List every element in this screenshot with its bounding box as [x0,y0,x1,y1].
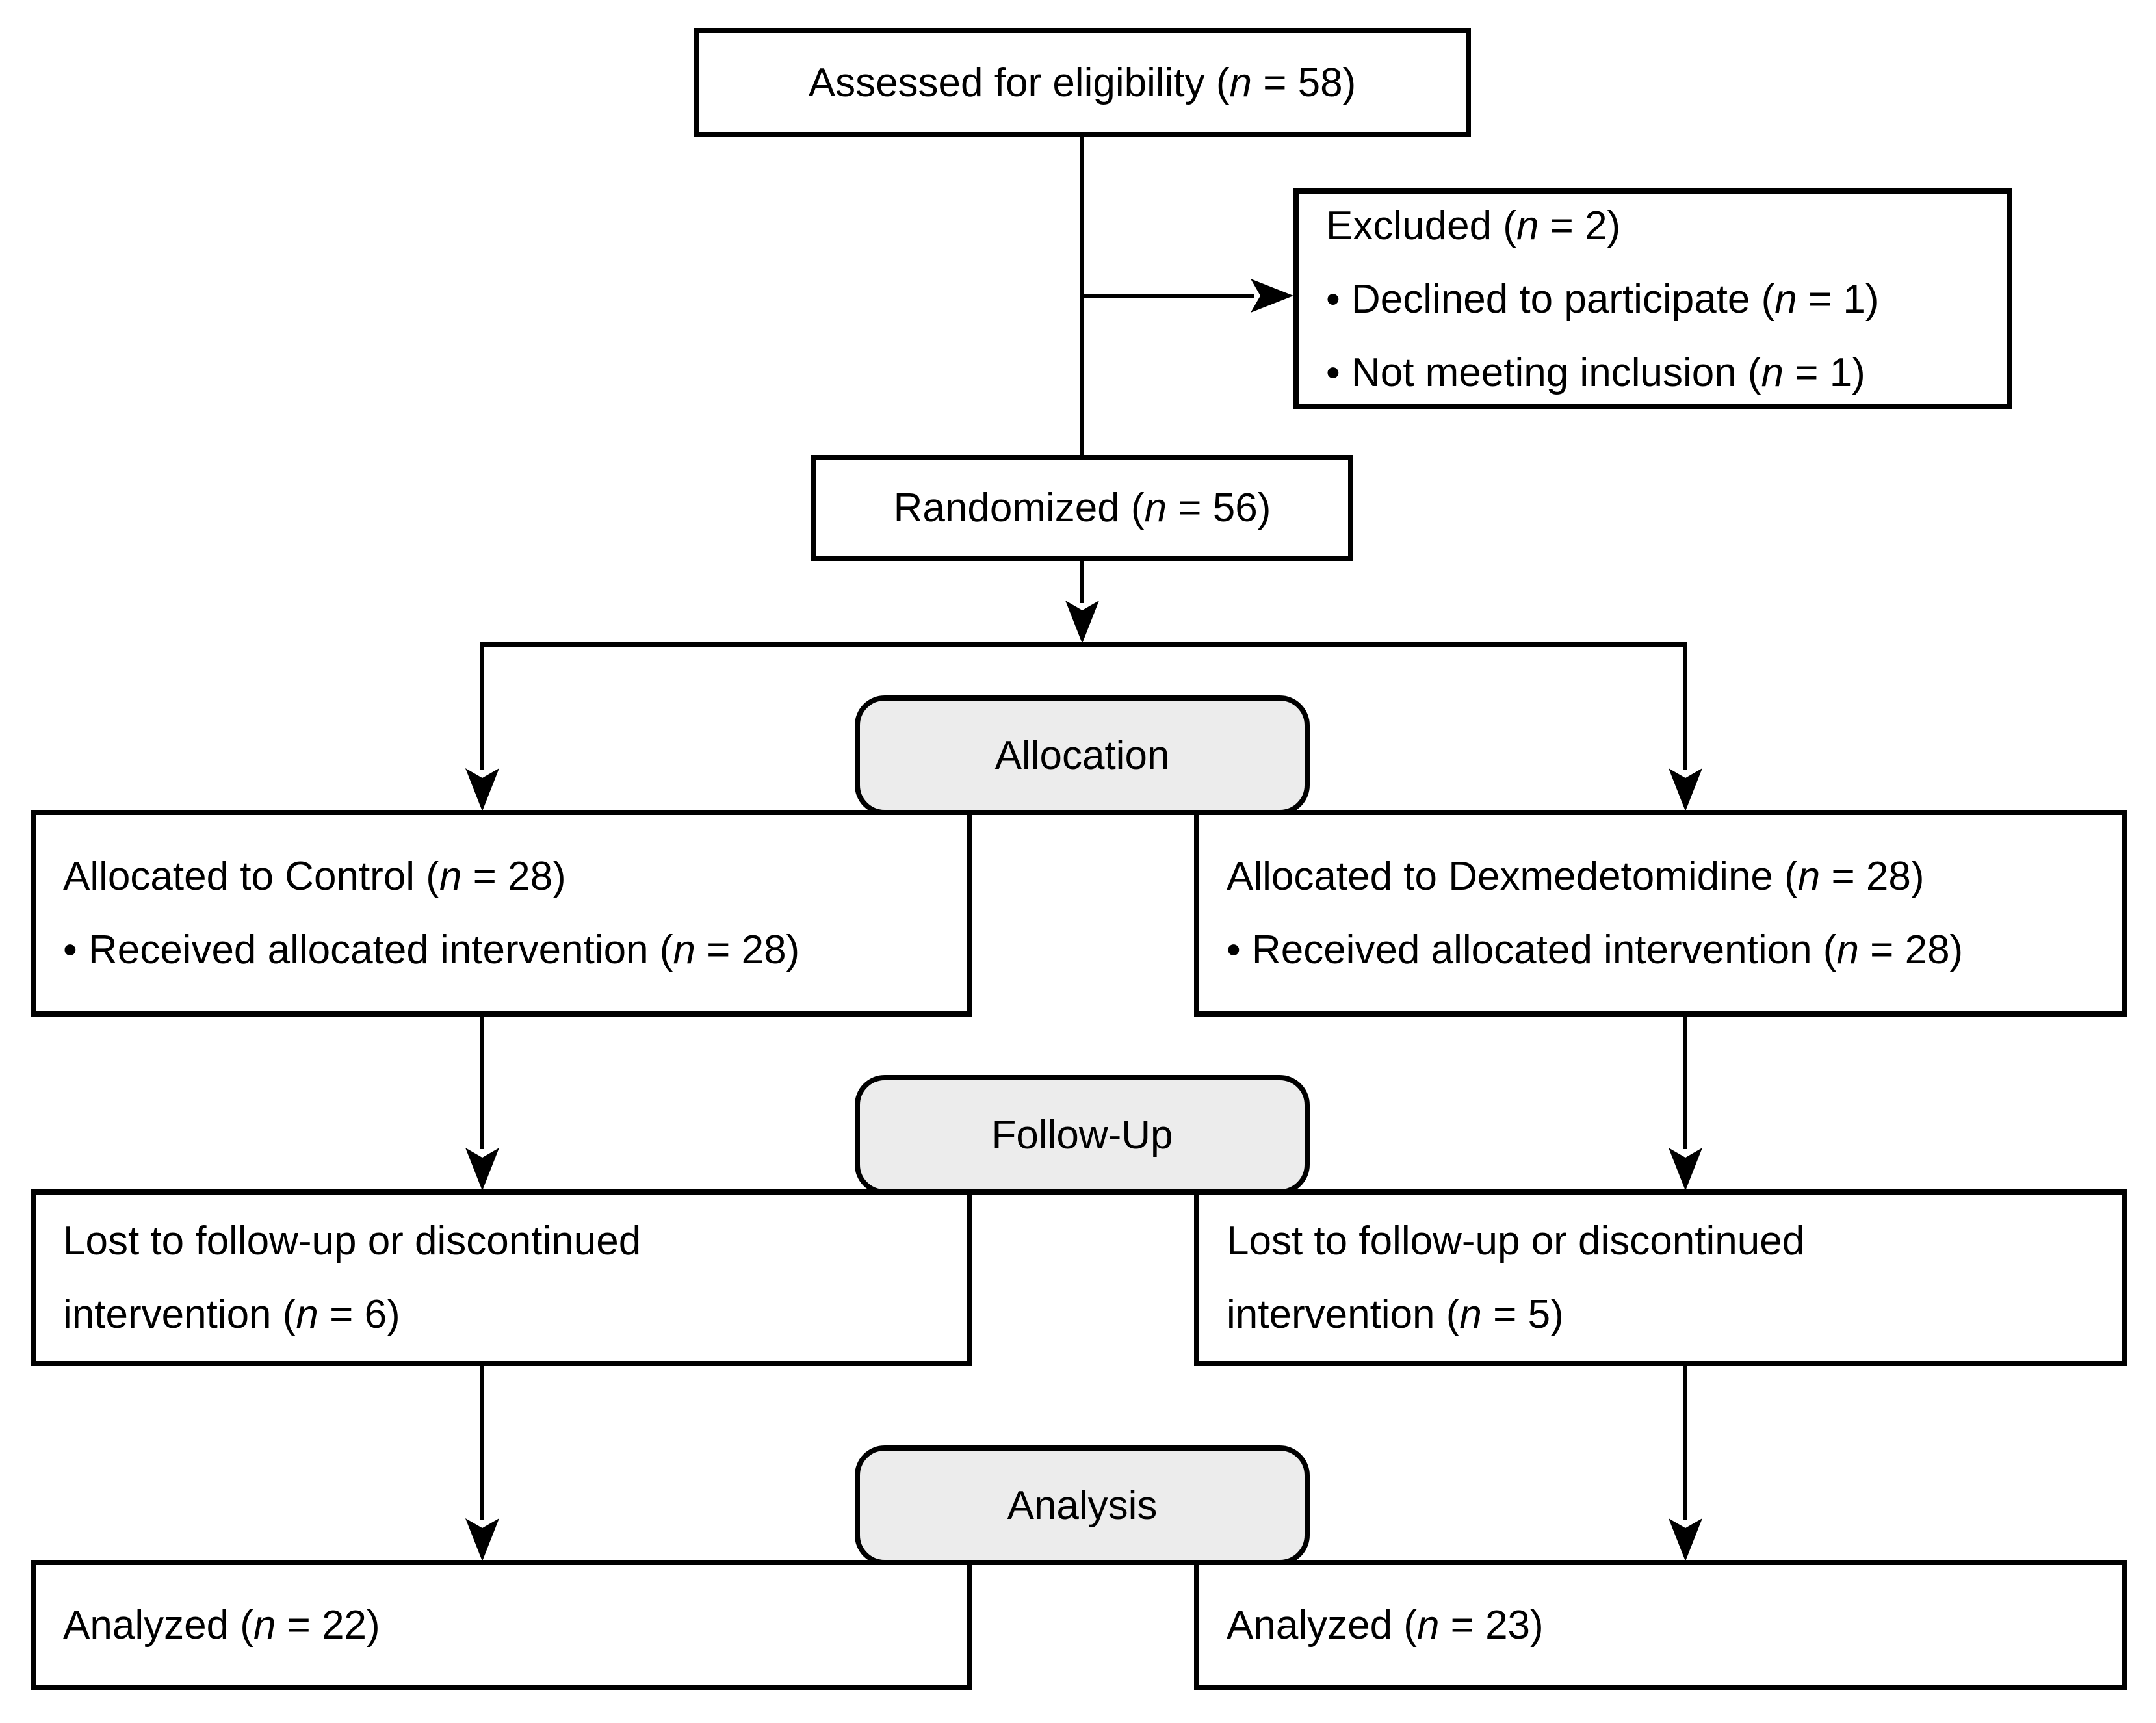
branch-line [480,642,1687,647]
randomized-box: Randomized (n = 56) [811,455,1353,561]
connector-alloc-to-followup-left [480,1017,484,1149]
analyzed-dexmedetomidine-box: Analyzed (n = 23) [1194,1560,2127,1690]
arrow-down-icon [1065,601,1099,643]
connector-followup-to-analysis-left [480,1366,484,1520]
lost-followup-control-line: Lost to follow-up or discontinued [63,1219,642,1263]
excluded-title: Excluded (n = 2) [1326,203,1621,248]
analyzed-control-text: Analyzed (n = 22) [63,1602,380,1648]
arrow-down-icon [465,768,499,811]
excluded-item: • Not meeting inclusion (n = 1) [1326,350,1865,395]
arrow-down-icon [465,1148,499,1191]
arrow-down-icon [1669,768,1702,811]
arrow-down-icon [1669,1148,1702,1191]
assessed-box: Assessed for eligibility (n = 58) [694,28,1471,137]
allocation-stage-text: Allocation [994,732,1170,778]
connector-branch-right [1683,642,1687,770]
allocated-dexmedetomidine-line: Allocated to Dexmedetomidine (n = 28) [1227,854,1925,899]
analysis-stage-label: Analysis [855,1445,1310,1565]
lost-followup-dexmedetomidine-box: Lost to follow-up or discontinued interv… [1194,1189,2127,1366]
connector-branch-left [480,642,484,770]
connector-randomized-to-branch [1080,561,1084,603]
connector-alloc-to-followup-right [1683,1017,1687,1149]
allocated-dexmedetomidine-line: • Received allocated intervention (n = 2… [1227,927,1964,972]
followup-stage-text: Follow-Up [991,1112,1173,1158]
connector-assessed-to-randomized [1080,137,1084,458]
lost-followup-control-box: Lost to follow-up or discontinued interv… [31,1189,972,1366]
analysis-stage-text: Analysis [1007,1483,1158,1528]
randomized-text: Randomized (n = 56) [893,486,1271,530]
excluded-box: Excluded (n = 2) • Declined to participa… [1293,188,2012,409]
lost-followup-dexmedetomidine-line: Lost to follow-up or discontinued [1227,1219,1805,1263]
connector-followup-to-analysis-right [1683,1366,1687,1520]
analyzed-dexmedetomidine-text: Analyzed (n = 23) [1227,1602,1544,1648]
lost-followup-dexmedetomidine-line: intervention (n = 5) [1227,1292,1564,1337]
connector-to-excluded [1080,294,1254,298]
followup-stage-label: Follow-Up [855,1075,1310,1195]
arrow-down-icon [1669,1518,1702,1561]
lost-followup-control-line: intervention (n = 6) [63,1292,400,1337]
allocated-control-line: • Received allocated intervention (n = 2… [63,927,800,972]
allocated-dexmedetomidine-box: Allocated to Dexmedetomidine (n = 28) • … [1194,810,2127,1017]
excluded-item: • Declined to participate (n = 1) [1326,276,1879,322]
arrow-down-icon [465,1518,499,1561]
assessed-text: Assessed for eligibility (n = 58) [808,60,1357,105]
arrow-right-icon [1251,279,1293,313]
analyzed-control-box: Analyzed (n = 22) [31,1560,972,1690]
allocated-control-box: Allocated to Control (n = 28) • Received… [31,810,972,1017]
allocated-control-line: Allocated to Control (n = 28) [63,854,566,899]
allocation-stage-label: Allocation [855,695,1310,815]
